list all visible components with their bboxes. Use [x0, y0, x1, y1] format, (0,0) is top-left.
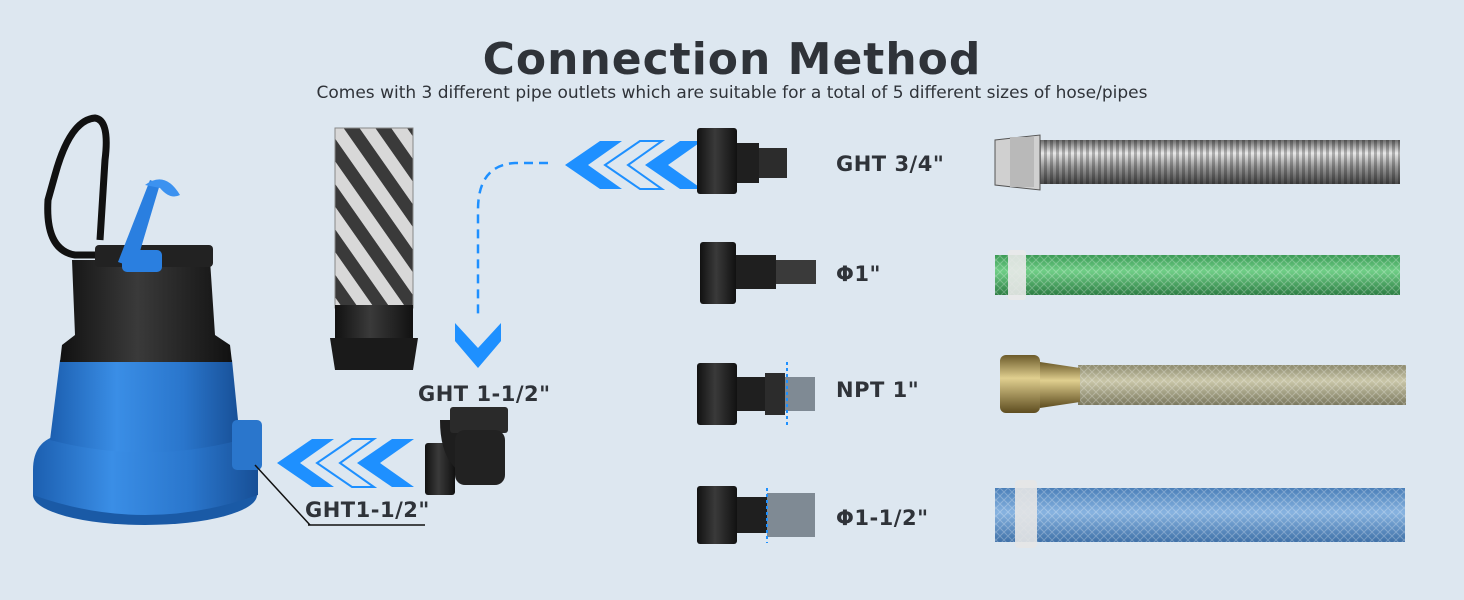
pump	[33, 114, 425, 526]
pump-handle	[118, 179, 180, 272]
adapter-phi-1	[700, 242, 816, 304]
elbow-fitting	[425, 407, 508, 495]
adapter-phi-1-1-2	[697, 486, 815, 544]
hose-braided	[1000, 355, 1406, 413]
pump-top	[60, 260, 232, 362]
adapter-2-label: Φ1"	[836, 262, 881, 286]
hose-green	[995, 250, 1400, 300]
pump-body	[50, 360, 240, 453]
pump-outlet-label: GHT1-1/2"	[305, 498, 430, 522]
page-title: Connection Method	[482, 34, 982, 85]
dashed-connector	[476, 161, 548, 318]
filter-sleeve	[330, 127, 418, 370]
chevron-left-icon-group-top	[565, 140, 702, 190]
hose-steel	[994, 134, 1400, 191]
adapter-3-label: NPT 1"	[836, 378, 920, 402]
power-cord	[44, 114, 110, 259]
adapter-ght-3-4	[697, 128, 787, 194]
hose-blue	[995, 480, 1405, 548]
adapter-npt-1	[697, 362, 815, 425]
adapter-1-label: GHT 3/4"	[836, 152, 945, 176]
chevron-down-icon	[455, 323, 501, 368]
pump-outlet	[232, 420, 262, 470]
chevron-left-icon-group-bottom	[277, 438, 414, 488]
page-subtitle: Comes with 3 different pipe outlets whic…	[316, 83, 1148, 103]
elbow-label: GHT 1-1/2"	[418, 382, 551, 406]
adapter-4-label: Φ1-1/2"	[836, 506, 929, 530]
